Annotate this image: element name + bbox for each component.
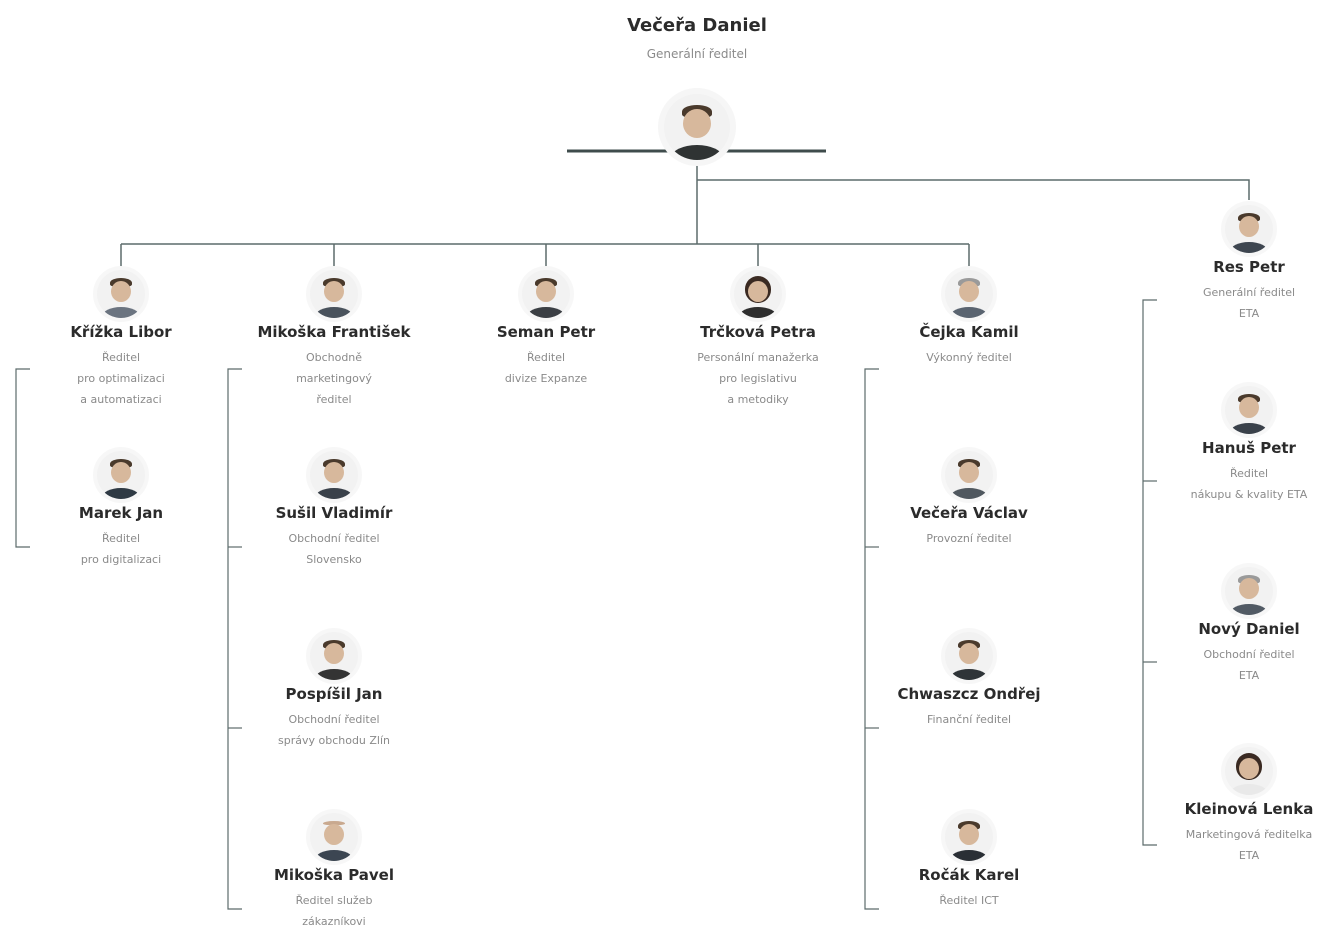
avatar-seman	[522, 270, 570, 318]
connector-res	[697, 179, 1250, 200]
avatar-res	[1225, 205, 1273, 253]
name-trckova: Trčková Petra	[700, 323, 816, 341]
title-res: Generální ředitel ETA	[1202, 286, 1296, 320]
name-cejka: Čejka Kamil	[919, 323, 1019, 341]
avatar-kleinova	[1225, 747, 1273, 795]
bracket-mikoska	[227, 368, 242, 910]
title-hanus: Ředitel nákupu & kvality ETA	[1190, 467, 1308, 501]
name-res: Res Petr	[1213, 258, 1285, 276]
name-krizka: Křížka Libor	[70, 323, 172, 341]
node-vecera-vaclav: Večeřa Václav Provozní ředitel	[869, 451, 1069, 549]
title-chwaszcz: Finanční ředitel	[926, 713, 1012, 726]
avatar-chwaszcz	[945, 632, 993, 680]
avatar-krizka	[97, 270, 145, 318]
avatar-cejka	[945, 270, 993, 318]
title-vecera-vaclav: Provozní ředitel	[926, 532, 1012, 545]
name-marek: Marek Jan	[78, 504, 164, 522]
node-mikoska-frantisek: Mikoška František Obchodně marketingový …	[234, 270, 434, 410]
name-vecera-vaclav: Večeřa Václav	[910, 504, 1028, 522]
node-seman: Seman Petr Ředitel divize Expanze	[446, 270, 646, 389]
avatar-pospisil	[310, 632, 358, 680]
node-krizka: Křížka Libor Ředitel pro optimalizaci a …	[21, 270, 221, 410]
avatar-vecera-vaclav	[945, 451, 993, 499]
node-hanus: Hanuš Petr Ředitel nákupu & kvality ETA	[1149, 386, 1333, 505]
root-title: Generální ředitel	[646, 47, 748, 61]
title-mikoska-pavel: Ředitel služeb zákazníkovi	[295, 894, 373, 928]
name-mikoska-pavel: Mikoška Pavel	[274, 866, 394, 884]
name-kleinova: Kleinová Lenka	[1184, 800, 1314, 818]
node-kleinova: Kleinová Lenka Marketingová ředitelka ET…	[1149, 747, 1333, 866]
node-chwaszcz: Chwaszcz Ondřej Finanční ředitel	[869, 632, 1069, 730]
title-cejka: Výkonný ředitel	[926, 351, 1012, 364]
node-rocak: Ročák Karel Ředitel ICT	[869, 813, 1069, 911]
avatar-susil	[310, 451, 358, 499]
name-chwaszcz: Chwaszcz Ondřej	[897, 685, 1041, 703]
name-rocak: Ročák Karel	[918, 866, 1020, 884]
name-seman: Seman Petr	[496, 323, 596, 341]
name-pospisil: Pospíšil Jan	[285, 685, 383, 703]
node-novy: Nový Daniel Obchodní ředitel ETA	[1149, 567, 1333, 686]
avatar-trckova	[734, 270, 782, 318]
avatar-rocak	[945, 813, 993, 861]
avatar-novy	[1225, 567, 1273, 615]
title-seman: Ředitel divize Expanze	[504, 351, 588, 385]
name-mikoska-frantisek: Mikoška František	[257, 323, 411, 341]
node-trckova: Trčková Petra Personální manažerka pro l…	[658, 270, 858, 410]
avatar-mikoska-frantisek	[310, 270, 358, 318]
avatar-mikoska-pavel	[310, 813, 358, 861]
node-mikoska-pavel: Mikoška Pavel Ředitel služeb zákazníkovi	[234, 813, 434, 932]
node-pospisil: Pospíšil Jan Obchodní ředitel správy obc…	[234, 632, 434, 751]
name-novy: Nový Daniel	[1198, 620, 1300, 638]
title-mikoska-frantisek: Obchodně marketingový ředitel	[296, 351, 372, 406]
name-hanus: Hanuš Petr	[1202, 439, 1296, 457]
root-name: Večeřa Daniel	[627, 15, 767, 36]
node-res: Res Petr Generální ředitel ETA	[1149, 205, 1333, 324]
title-marek: Ředitel pro digitalizaci	[80, 532, 162, 566]
bracket-cejka	[864, 368, 879, 910]
node-susil: Sušil Vladimír Obchodní ředitel Slovensk…	[234, 451, 434, 570]
node-root: Večeřa Daniel Generální ředitel	[567, 16, 827, 65]
bracket-krizka	[15, 368, 30, 548]
avatar-hanus	[1225, 386, 1273, 434]
title-trckova: Personální manažerka pro legislativu a m…	[697, 351, 819, 406]
title-kleinova: Marketingová ředitelka ETA	[1185, 828, 1313, 862]
title-rocak: Ředitel ICT	[939, 894, 999, 907]
title-novy: Obchodní ředitel ETA	[1203, 648, 1295, 682]
node-cejka: Čejka Kamil Výkonný ředitel	[869, 270, 1069, 368]
avatar-marek	[97, 451, 145, 499]
name-susil: Sušil Vladimír	[275, 504, 393, 522]
avatar-root	[664, 94, 730, 160]
title-susil: Obchodní ředitel Slovensko	[288, 532, 380, 566]
bracket-res	[1142, 299, 1157, 846]
node-marek: Marek Jan Ředitel pro digitalizaci	[21, 451, 221, 570]
title-pospisil: Obchodní ředitel správy obchodu Zlín	[277, 713, 391, 747]
title-krizka: Ředitel pro optimalizaci a automatizaci	[77, 351, 165, 406]
